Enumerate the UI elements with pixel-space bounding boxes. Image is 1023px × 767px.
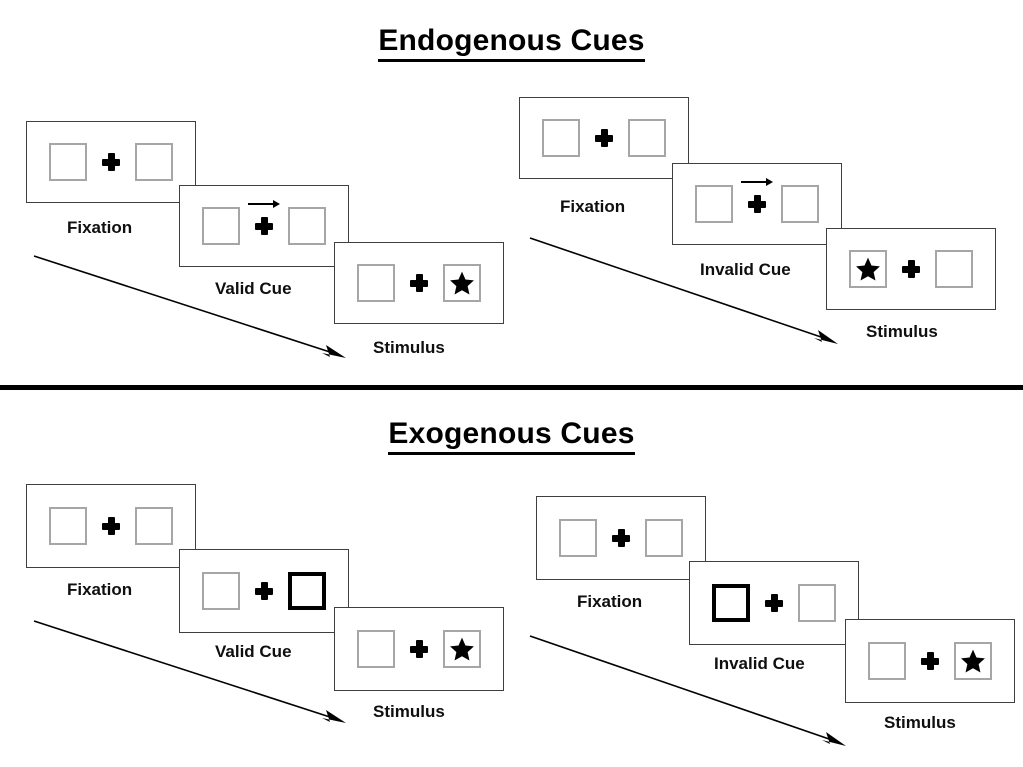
fixation-cross-icon [611,528,631,548]
caption-endogenous-invalid-cue: Invalid Cue [700,260,791,279]
star-icon [450,637,474,661]
caption-endogenous-valid-fixation: Fixation [67,218,133,237]
section-divider [0,385,1023,390]
frame-endogenous-invalid-cue [672,163,842,245]
left-placeholder-box [202,572,240,610]
fixation-cross-icon [409,639,429,659]
frame-exogenous-valid-cue [179,549,349,633]
time-flow-arrow-icon-endogenous-valid [33,255,346,358]
left-placeholder-box [357,264,395,302]
section-title-exogenous: Exogenous Cues [0,417,1023,455]
frame-endogenous-invalid-stimulus [826,228,996,310]
right-placeholder-box [135,507,173,545]
right-placeholder-box [935,250,973,288]
time-flow-arrow-icon-exogenous-invalid [529,635,846,746]
left-placeholder-box [49,507,87,545]
caption-endogenous-invalid-stimulus: Stimulus [866,322,938,341]
fixation-cross-icon [409,273,429,293]
right-target-box [443,264,481,302]
right-placeholder-box [645,519,683,557]
frame-endogenous-valid-cue [179,185,349,267]
fixation-cross-icon [920,651,940,671]
caption-exogenous-valid-cue: Valid Cue [215,642,292,661]
left-placeholder-box [559,519,597,557]
star-icon [856,257,880,281]
right-arrow-icon [741,178,773,186]
time-flow-arrow-icon-endogenous-invalid [529,237,838,344]
right-placeholder-box [628,119,666,157]
fixation-cross-icon [101,516,121,536]
section-title-exogenous-text: Exogenous Cues [388,417,635,455]
frame-endogenous-valid-fixation [26,121,196,203]
right-placeholder-box [288,207,326,245]
right-target-box [443,630,481,668]
caption-exogenous-valid-stimulus: Stimulus [373,702,445,721]
fixation-cross-icon [901,259,921,279]
fixation-cross-icon [101,152,121,172]
caption-exogenous-valid-fixation: Fixation [67,580,133,599]
left-cued-box [712,584,750,622]
fixation-cross-icon [254,581,274,601]
star-icon [961,649,985,673]
caption-exogenous-invalid-cue: Invalid Cue [714,654,805,673]
right-cued-box [288,572,326,610]
left-placeholder-box [868,642,906,680]
fixation-cross-icon [764,593,784,613]
star-icon [450,271,474,295]
frame-exogenous-invalid-fixation [536,496,706,580]
right-placeholder-box [135,143,173,181]
caption-endogenous-valid-stimulus: Stimulus [373,338,445,357]
frame-exogenous-invalid-stimulus [845,619,1015,703]
left-placeholder-box [695,185,733,223]
frame-endogenous-invalid-fixation [519,97,689,179]
left-placeholder-box [49,143,87,181]
fixation-cross-icon [594,128,614,148]
section-title-endogenous: Endogenous Cues [0,24,1023,62]
frame-exogenous-invalid-cue [689,561,859,645]
fixation-cross-icon [741,178,773,214]
caption-endogenous-invalid-fixation: Fixation [560,197,626,216]
right-arrow-icon [248,200,280,208]
right-placeholder-box [798,584,836,622]
right-target-box [954,642,992,680]
caption-exogenous-invalid-fixation: Fixation [577,592,643,611]
caption-exogenous-invalid-stimulus: Stimulus [884,713,956,732]
fixation-cross-icon [248,200,280,236]
section-title-endogenous-text: Endogenous Cues [378,24,645,62]
frame-endogenous-valid-stimulus [334,242,504,324]
left-placeholder-box [357,630,395,668]
right-placeholder-box [781,185,819,223]
left-placeholder-box [202,207,240,245]
frame-exogenous-valid-stimulus [334,607,504,691]
left-placeholder-box [542,119,580,157]
left-target-box [849,250,887,288]
caption-endogenous-valid-cue: Valid Cue [215,279,292,298]
frame-exogenous-valid-fixation [26,484,196,568]
